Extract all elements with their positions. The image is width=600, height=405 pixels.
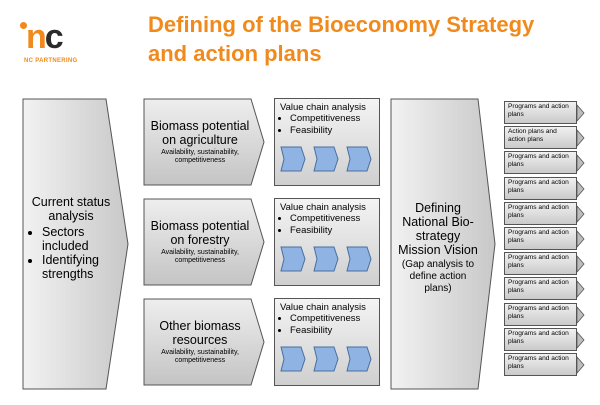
value-chain-bullet: Feasibility	[290, 125, 360, 137]
logo-subtitle: NC PARTNERING	[24, 58, 78, 64]
process-chevron	[346, 346, 372, 372]
value-chain-bullet: Competitiveness	[290, 313, 360, 325]
biomass-title: Biomass potential on agriculture	[150, 119, 250, 147]
title-line-1: Defining of the Bioeconomy Strategy	[148, 12, 535, 37]
value-chain-bullet: Competitiveness	[290, 113, 360, 125]
biomass-title: Biomass potential on forestry	[150, 219, 250, 247]
program-action-plan-box: Programs and action plans	[504, 353, 586, 377]
value-chain-box: Value chain analysis Competitiveness Fea…	[274, 98, 380, 186]
program-action-plan-box: Programs and action plans	[504, 277, 586, 301]
process-chevron	[346, 246, 372, 272]
program-action-plan-box: Programs and action plans	[504, 227, 586, 251]
program-label: Programs and action plans	[508, 229, 569, 244]
biomass-subtitle: Availability, sustainability, competitiv…	[161, 249, 239, 264]
title-line-2: and action plans	[148, 41, 322, 66]
biomass-forestry-block: Biomass potential on forestry Availabili…	[143, 198, 265, 286]
program-action-plan-box: Programs and action plans	[504, 327, 586, 352]
biomass-subtitle: Availability, sustainability, competitiv…	[161, 349, 239, 364]
defining-heading: Defining National Bio-strategy Mission V…	[398, 201, 478, 257]
defining-note: (Gap analysis to define action plans)	[401, 259, 475, 294]
defining-strategy-block: Defining National Bio-strategy Mission V…	[390, 98, 496, 390]
other-biomass-block: Other biomass resources Availability, su…	[143, 298, 265, 386]
program-label: Programs and action plans	[508, 279, 569, 295]
program-label: Programs and action plans	[508, 103, 569, 118]
value-chain-title: Value chain analysis	[280, 302, 366, 313]
value-chain-title: Value chain analysis	[280, 102, 366, 113]
process-chevron	[346, 146, 372, 172]
program-action-plan-box: Programs and action plans	[504, 101, 586, 125]
program-label: Programs and action plans	[508, 254, 569, 270]
value-chain-box: Value chain analysis Competitiveness Fea…	[274, 198, 380, 286]
process-chevron	[313, 146, 339, 172]
value-chain-box: Value chain analysis Competitiveness Fea…	[274, 298, 380, 386]
nc-partnering-logo: nc NC PARTNERING	[18, 20, 88, 70]
logo-dot	[20, 22, 27, 29]
biomass-title: Other biomass resources	[159, 319, 241, 347]
program-label: Programs and action plans	[508, 304, 569, 320]
value-chain-bullet: Feasibility	[290, 325, 360, 337]
program-action-plan-box: Programs and action plans	[504, 151, 586, 175]
process-chevron	[313, 246, 339, 272]
program-label: Programs and action plans	[508, 153, 569, 169]
logo-mark: nc	[26, 18, 64, 56]
program-label: Programs and action plans	[508, 329, 569, 345]
program-label: Programs and action plans	[508, 178, 569, 194]
slide-title: Defining of the Bioeconomy Strategy and …	[148, 10, 588, 68]
program-label: Programs and action plans	[508, 355, 569, 370]
program-action-plan-box: Programs and action plans	[504, 252, 586, 276]
process-chevron	[280, 246, 306, 272]
program-action-plan-box: Programs and action plans	[504, 201, 586, 226]
program-action-plan-box: Action plans and action plans	[504, 126, 586, 150]
current-status-heading: Current status analysis	[31, 195, 111, 223]
current-status-bullet: Identifying strengths	[42, 253, 114, 281]
value-chain-title: Value chain analysis	[280, 202, 366, 213]
program-action-plan-box: Programs and action plans	[504, 302, 586, 327]
process-chevron	[313, 346, 339, 372]
program-label: Programs and action plans	[508, 203, 569, 219]
program-label: Action plans and action plans	[508, 128, 557, 144]
current-status-bullet: Sectors included	[42, 225, 114, 253]
biomass-agriculture-block: Biomass potential on agriculture Availab…	[143, 98, 265, 186]
value-chain-bullet: Competitiveness	[290, 213, 360, 225]
program-action-plan-box: Programs and action plans	[504, 176, 586, 201]
biomass-subtitle: Availability, sustainability, competitiv…	[161, 149, 239, 164]
process-chevron	[280, 346, 306, 372]
value-chain-bullet: Feasibility	[290, 225, 360, 237]
current-status-block: Current status analysis Sectors included…	[22, 98, 130, 390]
process-chevron	[280, 146, 306, 172]
